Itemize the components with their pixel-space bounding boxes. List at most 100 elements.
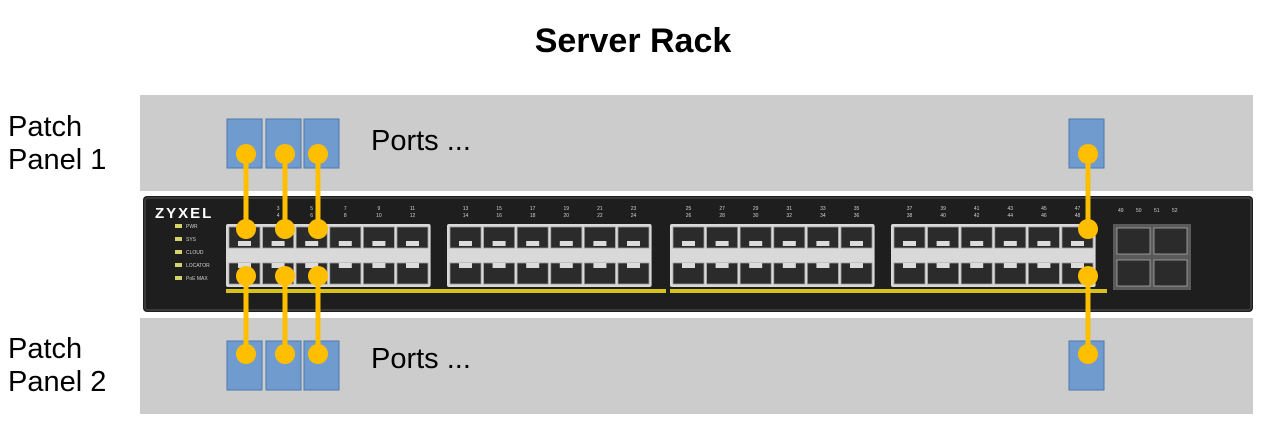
- rj45-port-clip: [492, 263, 506, 268]
- port-number-top: 29: [753, 206, 759, 212]
- rj45-port-clip: [526, 263, 540, 268]
- port-number-bottom: 40: [940, 213, 946, 219]
- status-led-label: PoE MAX: [186, 276, 208, 282]
- sfp-port-number: 52: [1172, 208, 1178, 214]
- rj45-port: [449, 226, 482, 249]
- sfp-port: [1116, 259, 1151, 287]
- status-led: [175, 237, 182, 241]
- port-number-bottom: 46: [1041, 213, 1047, 219]
- patch-panel-1-label: Patch Panel 1: [8, 111, 106, 177]
- patch-panel-2-label: Patch Panel 2: [8, 333, 106, 399]
- rj45-port-clip: [271, 241, 285, 246]
- rj45-port-clip: [782, 263, 796, 268]
- rj45-port-clip: [459, 241, 472, 246]
- port-number-top: 37: [907, 206, 913, 212]
- port-number-top: 41: [974, 206, 980, 212]
- rj45-port: [994, 226, 1027, 249]
- rj45-port-clip: [850, 241, 863, 246]
- rj45-port-clip: [1003, 263, 1017, 268]
- cable-endpoint-dot: [236, 219, 256, 239]
- rj45-port-clip: [1037, 241, 1051, 246]
- rj45-port-clip: [238, 241, 251, 246]
- port-number-top: 39: [940, 206, 946, 212]
- rj45-port-clip: [271, 263, 285, 268]
- port-number-top: 33: [820, 206, 826, 212]
- status-led-label: CLOUD: [186, 250, 204, 256]
- port-number-bottom: 34: [820, 213, 826, 219]
- port-number-top: 25: [686, 206, 692, 212]
- rj45-port-clip: [936, 263, 950, 268]
- port-number-top: 17: [530, 206, 536, 212]
- port-number-bottom: 14: [463, 213, 469, 219]
- port-number-bottom: 30: [753, 213, 759, 219]
- rj45-port: [584, 226, 616, 249]
- rj45-port-clip: [338, 263, 352, 268]
- rj45-port-clip: [903, 241, 916, 246]
- cable-endpoint-dot: [1078, 266, 1098, 286]
- rj45-port-clip: [1003, 241, 1017, 246]
- rj45-port-clip: [406, 263, 419, 268]
- diagram-title: Server Rack: [534, 22, 732, 60]
- poe-stripe-left: [226, 289, 666, 293]
- rj45-port: [840, 226, 873, 249]
- sfp-port-number: 51: [1154, 208, 1160, 214]
- rj45-port: [706, 226, 738, 249]
- port-number-top: 19: [564, 206, 570, 212]
- rj45-port: [396, 226, 429, 249]
- port-number-top: 47: [1075, 206, 1081, 212]
- patch-panel-1-ports-text: Ports ...: [371, 125, 471, 157]
- port-number-top: 3: [277, 206, 280, 212]
- port-number-top: 7: [344, 206, 347, 212]
- switch-bezel: [144, 197, 1252, 311]
- status-led: [175, 250, 182, 254]
- cable-endpoint-dot: [275, 266, 295, 286]
- cable-endpoint-dot: [275, 219, 295, 239]
- rj45-port: [1028, 226, 1060, 249]
- rj45-port: [483, 226, 516, 249]
- port-number-bottom: 22: [597, 213, 603, 219]
- port-number-bottom: 16: [496, 213, 502, 219]
- status-led: [175, 276, 182, 280]
- port-number-top: 43: [1008, 206, 1014, 212]
- port-number-top: 5: [310, 206, 313, 212]
- cable-endpoint-dot: [275, 144, 295, 164]
- rj45-port-clip: [593, 241, 607, 246]
- rj45-port-clip: [1037, 263, 1051, 268]
- rj45-port: [807, 226, 839, 249]
- port-number-bottom: 4: [277, 213, 280, 219]
- rj45-port-clip: [903, 263, 916, 268]
- rj45-port-clip: [338, 241, 352, 246]
- rj45-port-clip: [305, 263, 319, 268]
- cable-endpoint-dot: [275, 344, 295, 364]
- status-led-label: SYS: [186, 237, 197, 243]
- patch-panel-2-label-line1: Patch: [8, 333, 83, 365]
- cable-endpoint-dot: [308, 344, 328, 364]
- rj45-port-clip: [715, 263, 729, 268]
- rj45-port-clip: [682, 263, 695, 268]
- patch-panel-1-ports: [226, 118, 1105, 169]
- rj45-port-clip: [526, 241, 540, 246]
- port-number-top: 35: [854, 206, 860, 212]
- rj45-port-clip: [782, 241, 796, 246]
- rj45-port: [927, 226, 959, 249]
- port-number-top: 31: [787, 206, 793, 212]
- patch-cables: [243, 151, 1091, 357]
- rj45-port: [550, 226, 583, 249]
- patch-panel-1-label-line2: Panel 1: [8, 144, 107, 176]
- switch-brand-logo: ZYXEL: [155, 205, 213, 222]
- cable-endpoint-dot: [236, 144, 256, 164]
- port-number-top: 15: [496, 206, 502, 212]
- rj45-port-clip: [459, 263, 472, 268]
- status-led: [175, 224, 182, 228]
- port-number-bottom: 26: [686, 213, 692, 219]
- cable-endpoint-dot: [236, 344, 256, 364]
- rj45-port-clip: [559, 263, 573, 268]
- rj45-port: [893, 226, 926, 249]
- cable-endpoint-dot: [308, 144, 328, 164]
- rj45-port-clip: [816, 263, 830, 268]
- rj45-port: [362, 226, 395, 249]
- sfp-port-number: 49: [1118, 208, 1124, 214]
- rj45-port-clip: [372, 263, 386, 268]
- port-number-top: 11: [410, 206, 415, 212]
